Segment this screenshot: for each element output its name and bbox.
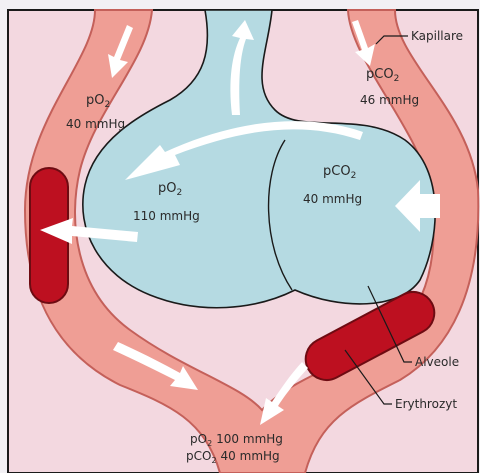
label-po2-venous-value: 40 mmHg	[66, 117, 125, 131]
callout-erythrocyte: Erythrozyt	[395, 397, 457, 411]
label-pco2-venous-value: 46 mmHg	[360, 93, 419, 107]
callout-alveolus: Alveole	[415, 355, 459, 369]
callout-capillary: Kapillare	[411, 29, 463, 43]
label-pco2-alveolar-value: 40 mmHg	[303, 192, 362, 206]
label-po2-alveolar-value: 110 mmHg	[133, 209, 200, 223]
